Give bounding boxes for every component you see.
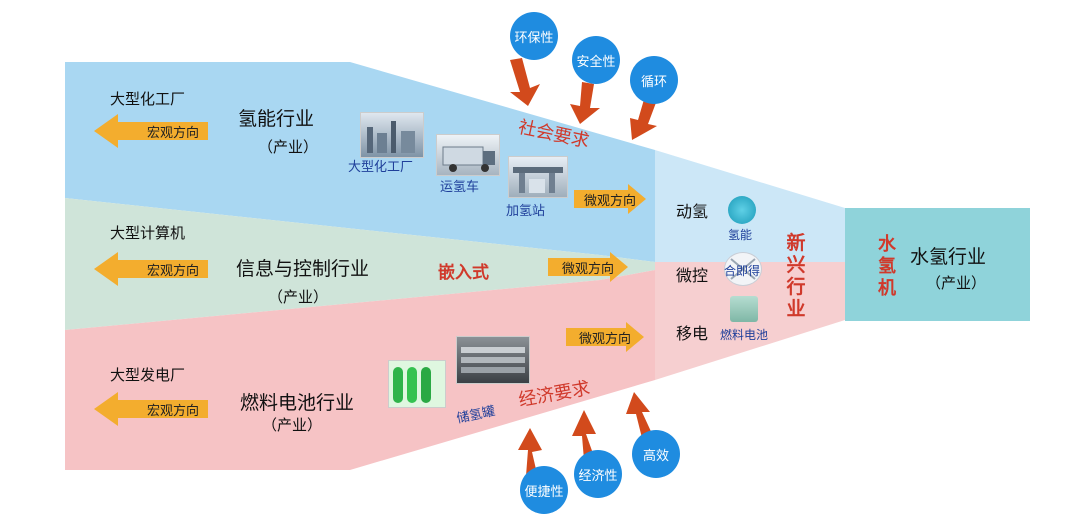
red-arrow-top-2 <box>570 82 600 124</box>
hydrogen-band <box>65 62 655 262</box>
red-arrow-top-1 <box>510 58 540 106</box>
photo-label-chemical-plant: 大型化工厂 <box>348 160 414 175</box>
circle-convenience: 便捷性 <box>520 466 568 514</box>
water-hydrogen-box <box>845 208 1030 321</box>
photo-label-hydrogen-station: 加氢站 <box>506 204 546 219</box>
micro-arrow-label-1: 微观方向 <box>583 193 636 209</box>
red-arrow-bottom-2 <box>572 410 596 462</box>
icon-label-control: 合即得 <box>724 264 761 278</box>
circle-economy: 经济性 <box>574 450 622 498</box>
micro-arrow-label-3: 微观方向 <box>578 331 631 347</box>
storage-tank-photo <box>456 336 530 384</box>
macro-arrow-label-1: 宏观方向 <box>146 125 199 141</box>
green-tanks-photo <box>388 360 446 408</box>
emerging-item-3: 移电 <box>676 324 709 343</box>
icon-label-fuel-cell: 燃料电池 <box>720 328 769 342</box>
water-hydrogen-machine-label: 水氢机 <box>878 234 896 299</box>
photo-label-hydrogen-truck: 运氢车 <box>440 180 480 195</box>
red-arrow-bottom-1 <box>518 428 542 478</box>
water-hydrogen-title: 水氢行业 <box>910 246 987 268</box>
control-chip-icon <box>724 252 762 286</box>
industry-title-hydrogen: 氢能行业 <box>238 108 315 130</box>
macro-arrow-label-2: 宏观方向 <box>146 263 199 279</box>
embedded-label: 嵌入式 <box>438 263 489 283</box>
circle-safety: 安全性 <box>572 36 620 84</box>
micro-arrow-3: 微观方向 <box>566 322 644 352</box>
plant-label-3: 大型发电厂 <box>110 366 186 384</box>
circle-efficiency: 高效 <box>632 430 680 478</box>
plant-label-2: 大型计算机 <box>110 224 186 242</box>
circle-environmental: 环保性 <box>510 12 558 60</box>
micro-arrow-2: 微观方向 <box>548 252 628 282</box>
icon-label-hydrogen: 氢能 <box>728 228 753 242</box>
industry-sub-info: （产业） <box>268 288 329 306</box>
fuel-cell-icon <box>730 296 758 322</box>
industry-sub-fuelcell: （产业） <box>262 416 323 434</box>
micro-arrow-1: 微观方向 <box>574 184 646 214</box>
info-control-band <box>65 198 655 330</box>
micro-arrow-label-2: 微观方向 <box>561 261 614 277</box>
emerging-item-1: 动氢 <box>676 202 709 221</box>
macro-arrow-3: 宏观方向 <box>94 392 208 426</box>
circle-cycle: 循环 <box>630 56 678 104</box>
red-arrow-top-3 <box>630 96 657 140</box>
industry-title-fuelcell: 燃料电池行业 <box>240 392 355 414</box>
fuel-cell-band <box>65 270 655 470</box>
emerging-industry-label: 新兴行业 <box>786 232 806 320</box>
red-arrow-bottom-3 <box>626 392 654 438</box>
macro-arrow-label-3: 宏观方向 <box>146 403 199 419</box>
hydrogen-truck-photo <box>436 134 500 176</box>
macro-arrow-2: 宏观方向 <box>94 252 208 286</box>
emerging-item-2: 微控 <box>676 266 709 285</box>
hydrogen-icon <box>728 196 756 224</box>
chemical-plant-photo <box>360 112 424 158</box>
macro-arrow-1: 宏观方向 <box>94 114 208 148</box>
industry-title-info: 信息与控制行业 <box>236 258 370 280</box>
plant-label-1: 大型化工厂 <box>110 90 186 108</box>
water-hydrogen-sub: （产业） <box>926 274 987 292</box>
industry-sub-hydrogen: （产业） <box>258 138 319 156</box>
hydrogen-station-photo <box>508 156 568 198</box>
